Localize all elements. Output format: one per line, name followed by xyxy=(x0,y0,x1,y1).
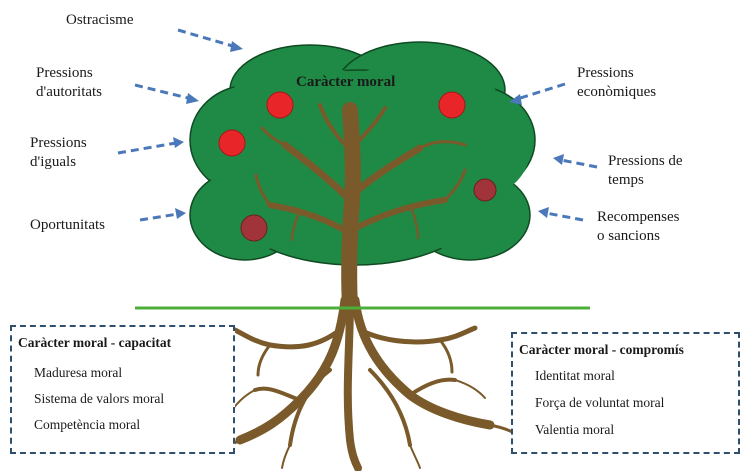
label-oportunitats: Oportunitats xyxy=(30,217,105,233)
fruit xyxy=(473,178,497,202)
arrow-temps xyxy=(553,154,598,169)
tree-title: Caràcter moral xyxy=(296,74,396,90)
capacitat-item: Maduresa moral xyxy=(34,365,123,380)
arrow-autoritats xyxy=(134,83,199,104)
capacitat-item: Competència moral xyxy=(34,417,141,432)
label-pressions-autoritats: Pressions d'autoritats xyxy=(36,65,103,100)
compromis-box: Caràcter moral - compromís Identitat mor… xyxy=(511,332,740,454)
capacitat-item: Sistema de valors moral xyxy=(34,391,165,406)
arrow-recompenses xyxy=(538,207,584,222)
label-recompenses-sancions: Recompenses o sancions xyxy=(597,209,680,244)
compromis-item: Identitat moral xyxy=(535,368,615,383)
compromis-box-title: Caràcter moral - compromís xyxy=(519,342,684,357)
label-pressions-economiques: Pressions econòmiques xyxy=(577,65,657,100)
roots xyxy=(203,295,527,471)
arrow-iguals xyxy=(117,137,184,155)
capacitat-box: Caràcter moral - capacitat Maduresa mora… xyxy=(10,325,235,454)
fruit xyxy=(438,91,466,119)
label-pressions-iguals: Pressions d'iguals xyxy=(30,135,87,170)
tree-trunk xyxy=(254,102,467,313)
fruits xyxy=(218,91,497,242)
capacitat-box-title: Caràcter moral - capacitat xyxy=(18,335,172,350)
arrow-economiques xyxy=(509,82,566,105)
fruit xyxy=(266,91,294,119)
fruit xyxy=(218,129,246,157)
compromis-item: Valentia moral xyxy=(535,422,615,437)
label-ostracisme: Ostracisme xyxy=(66,12,134,28)
label-pressions-temps: Pressions de temps xyxy=(608,153,683,188)
compromis-item: Força de voluntat moral xyxy=(535,395,665,410)
pressure-arrows xyxy=(117,28,598,222)
arrow-ostracisme xyxy=(177,28,243,52)
fruit xyxy=(240,214,268,242)
arrow-oportunitats xyxy=(139,208,186,222)
